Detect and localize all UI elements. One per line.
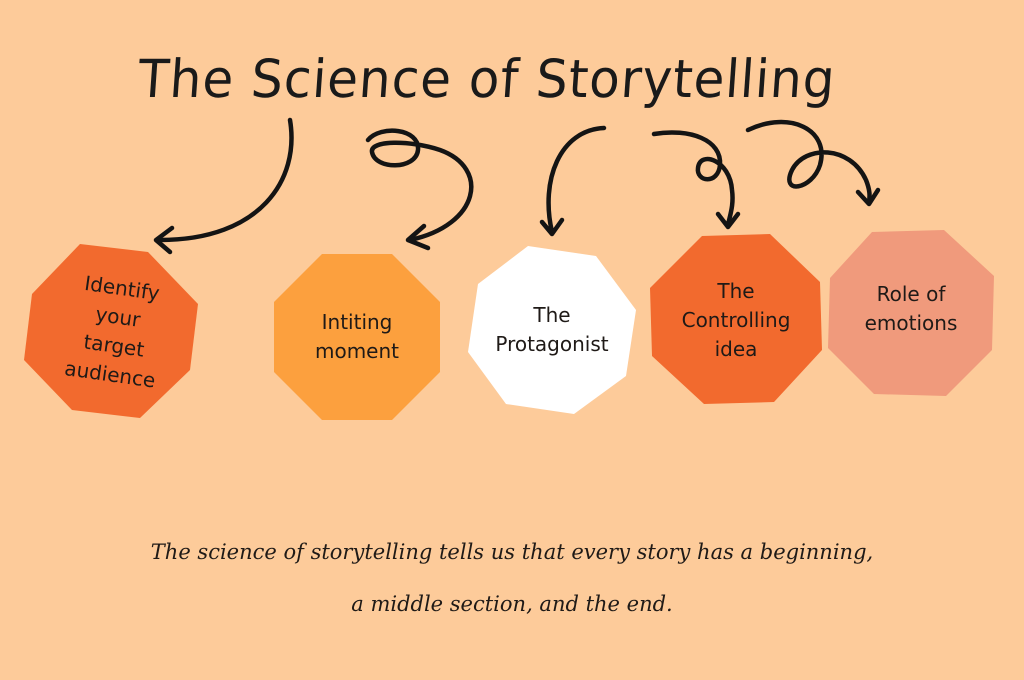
caption-line-2: a middle section, and the end. xyxy=(351,592,673,616)
node-label: Identify your target audience xyxy=(63,270,162,393)
arrowhead-audience xyxy=(153,225,175,255)
arrowhead-controlling xyxy=(715,211,741,230)
node-label: The Controlling idea xyxy=(681,278,791,361)
node-identify-audience: Identify your target audience xyxy=(22,242,200,420)
node-role-of-emotions: Role of emotions xyxy=(826,228,996,398)
node-inciting-moment: Intiting moment xyxy=(272,252,442,422)
arrow-to-protagonist xyxy=(546,125,607,235)
arrowhead-protagonist xyxy=(539,217,565,237)
octagon-shape xyxy=(468,246,636,414)
octagon-shape xyxy=(828,230,994,396)
arrow-to-audience xyxy=(157,117,294,243)
arrow-to-inciting xyxy=(365,128,474,243)
octagon-shape xyxy=(274,254,440,420)
node-controlling-idea: The Controlling idea xyxy=(648,232,824,408)
arrow-to-emotions xyxy=(745,119,872,205)
octagon-shape xyxy=(650,234,822,404)
arrowhead-inciting xyxy=(405,223,431,251)
node-label: Role of emotions xyxy=(864,282,958,335)
caption-line-1: The science of storytelling tells us tha… xyxy=(150,540,874,564)
arrow-to-controlling xyxy=(651,130,735,228)
octagon-shape xyxy=(24,244,198,418)
arrowhead-emotions xyxy=(855,187,881,207)
node-label: Intiting moment xyxy=(314,310,400,363)
node-label: The Protagonist xyxy=(495,303,609,356)
node-protagonist: The Protagonist xyxy=(466,244,638,416)
